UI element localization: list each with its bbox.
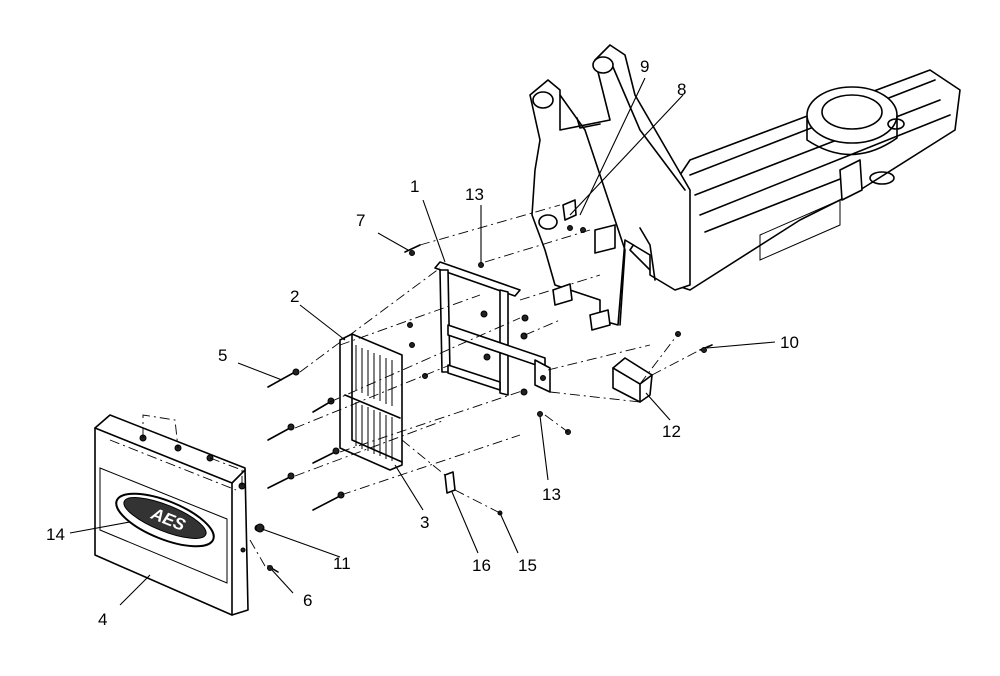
- callout-4: 4: [98, 610, 107, 629]
- boom-frame: [529, 44, 961, 331]
- callout-12: 12: [662, 422, 681, 441]
- callouts: 1 2 3 4 5 6 7 8 9 10 11 12 13 13 14 15 1…: [46, 57, 799, 629]
- callout-6: 6: [303, 591, 312, 610]
- callout-15: 15: [518, 556, 537, 575]
- callout-1: 1: [410, 177, 419, 196]
- callout-10: 10: [780, 333, 799, 352]
- control-module: [339, 333, 403, 471]
- callout-2: 2: [290, 287, 299, 306]
- cover-housing: AES: [94, 414, 262, 616]
- mounting-bracket: [434, 261, 551, 396]
- callout-5: 5: [218, 346, 227, 365]
- callout-9: 9: [640, 57, 649, 76]
- callout-13-bottom: 13: [542, 485, 561, 504]
- callout-3: 3: [420, 513, 429, 532]
- callout-13-top: 13: [465, 185, 484, 204]
- leader-lines: [69, 77, 776, 606]
- sensor-block: [612, 357, 653, 403]
- callout-11: 11: [333, 554, 351, 573]
- callout-16: 16: [472, 556, 491, 575]
- fasteners: [255, 244, 713, 573]
- callout-7: 7: [356, 211, 365, 230]
- callout-14: 14: [46, 525, 65, 544]
- alignment-lines: [142, 204, 701, 567]
- callout-8: 8: [677, 80, 686, 99]
